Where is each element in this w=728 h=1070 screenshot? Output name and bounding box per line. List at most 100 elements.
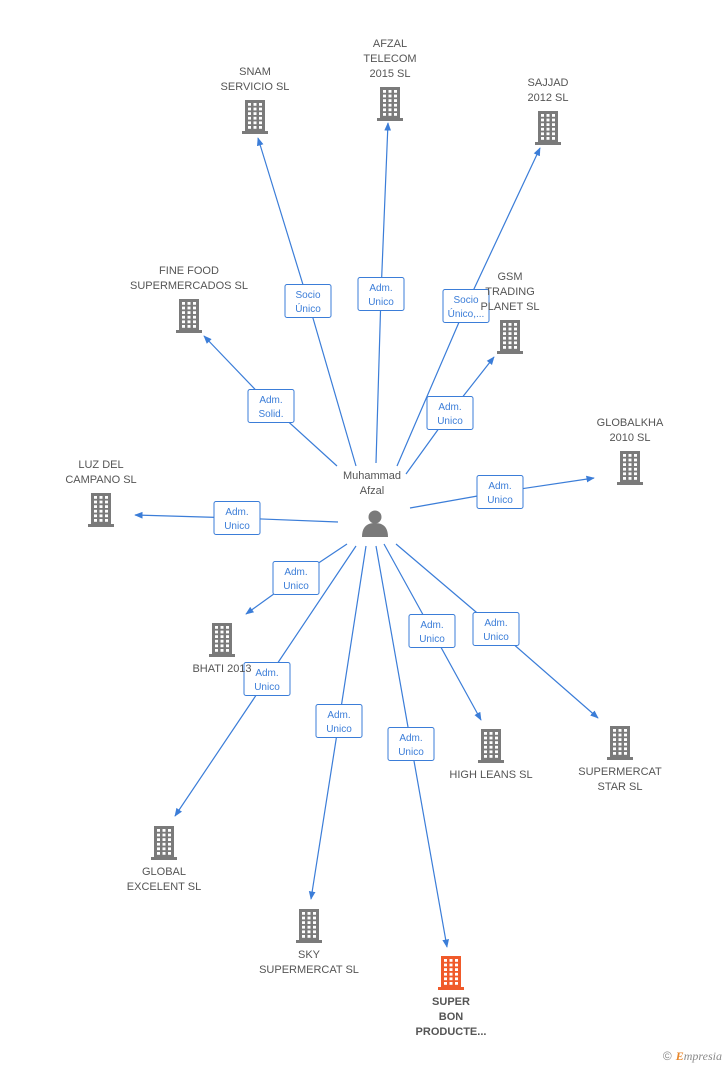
relation-text: Adm. (225, 507, 248, 518)
relation-text: Unico (326, 724, 352, 735)
relation-label-globalkha[interactable]: Adm. Unico (476, 475, 524, 509)
nodes-layer: SNAM SERVICIO SL AFZAL TELECOM 2015 SL SAJJAD… (65, 38, 664, 1038)
building-icon (242, 100, 268, 134)
company-name-line: TELECOM (363, 53, 416, 65)
company-name-line: TRADING (485, 286, 535, 298)
company-name-line: 2010 SL (610, 432, 651, 444)
company-node-sky[interactable]: SKY SUPERMERCAT SL (259, 909, 359, 976)
brand-logo: ©Empresia (663, 1049, 722, 1064)
relation-label-highleans[interactable]: Adm.Unico (408, 614, 456, 648)
relation-label-finefood[interactable]: Adm. Solid. (247, 389, 295, 423)
company-node-finefood[interactable]: FINE FOOD SUPERMERCADOS SL (130, 265, 248, 333)
relation-text: Unico (437, 416, 463, 427)
company-name-line: SAJJAD (528, 77, 569, 89)
relation-text: Adm. (488, 481, 511, 492)
company-node-gsm[interactable]: GSM TRADING PLANET SL (480, 271, 540, 354)
building-icon (377, 87, 403, 121)
building-icon (151, 826, 177, 860)
building-icon (209, 623, 235, 657)
person-name-line-2: Afzal (360, 485, 384, 497)
company-name-line: PRODUCTE... (416, 1026, 487, 1038)
person-name-line-1: Muhammad (343, 470, 401, 482)
company-name-line: SUPERMERCADOS SL (130, 280, 248, 292)
company-node-globalkha[interactable]: GLOBALKHA 2010 SL (597, 417, 664, 485)
relation-text: Adm. (259, 395, 282, 406)
company-node-snam[interactable]: SNAM SERVICIO SL (221, 66, 290, 134)
relation-text: Unico (283, 581, 309, 592)
company-name-line: SNAM (239, 66, 271, 78)
relation-text: Solid. (258, 409, 283, 420)
relation-label-sajjad[interactable]: SocioÚnico,... (442, 289, 490, 323)
company-node-sajjad[interactable]: SAJJAD 2012 SL (528, 77, 569, 145)
company-name-line: AFZAL (373, 38, 407, 50)
relation-text: Unico (224, 521, 250, 532)
relation-label-superbon[interactable]: Adm. Unico (387, 727, 435, 761)
company-name-line: EXCELENT SL (127, 881, 201, 893)
company-name-line: GLOBALKHA (597, 417, 664, 429)
relation-text: Socio (453, 295, 478, 306)
brand-initial: E (675, 1049, 684, 1063)
relation-text: Adm. (369, 283, 392, 294)
company-name-line: 2012 SL (528, 92, 569, 104)
company-name-line: STAR SL (597, 781, 642, 793)
relation-label-globalexcelent[interactable]: Adm. Unico (243, 662, 291, 696)
company-name-line: SUPERMERCAT SL (259, 964, 359, 976)
center-person[interactable]: Muhammad Afzal (343, 470, 401, 537)
relation-label-supermercatstar[interactable]: Adm. Unico (472, 612, 520, 646)
company-name-line: FINE FOOD (159, 265, 219, 277)
relation-label-afzal[interactable]: Adm. Unico (357, 277, 405, 311)
company-name-line: SUPERMERCAT (578, 766, 662, 778)
relation-text: Unico (254, 682, 280, 693)
building-icon (438, 956, 464, 990)
company-name-line: PLANET SL (480, 301, 539, 313)
building-icon (535, 111, 561, 145)
relation-text: Adm. (438, 402, 461, 413)
company-name-line: GLOBAL (142, 866, 186, 878)
company-name-line: SKY (298, 949, 321, 961)
company-name-line: 2015 SL (370, 68, 411, 80)
building-icon (88, 493, 114, 527)
relation-text: Adm. (255, 668, 278, 679)
relation-label-luz[interactable]: Adm. Unico (213, 501, 261, 535)
building-icon (617, 451, 643, 485)
relation-text: Adm. (484, 618, 507, 629)
company-node-luz[interactable]: LUZ DEL CAMPANO SL (65, 459, 137, 527)
relation-label-gsm[interactable]: Adm. Unico (426, 396, 474, 430)
relation-text: Adm. (420, 620, 443, 631)
company-name-line: GSM (497, 271, 522, 283)
person-icon (362, 510, 388, 537)
building-icon (607, 726, 633, 760)
relation-label-bhati[interactable]: Adm.Unico (272, 561, 320, 595)
relation-text: Unico (398, 747, 424, 758)
company-node-supermercatstar[interactable]: SUPERMERCAT STAR SL (578, 726, 662, 793)
company-node-afzal[interactable]: AFZAL TELECOM 2015 SL (363, 38, 417, 121)
company-node-bhati[interactable]: BHATI 2013 (192, 623, 252, 675)
relation-text: Unico (483, 632, 509, 643)
company-node-highleans[interactable]: HIGH LEANS SL (449, 729, 533, 781)
company-name-line: BHATI 2013 (192, 663, 251, 675)
company-name-line: CAMPANO SL (65, 474, 136, 486)
building-icon (478, 729, 504, 763)
relation-text: Socio (295, 290, 320, 301)
relation-text: Adm. (399, 733, 422, 744)
relation-text: Único,... (448, 307, 485, 320)
brand-name: mpresia (683, 1049, 722, 1063)
building-icon (296, 909, 322, 943)
company-name-line: SUPER (432, 996, 470, 1008)
company-name-line: HIGH LEANS SL (449, 769, 532, 781)
relation-text: Unico (368, 297, 394, 308)
relation-text: Unico (487, 495, 513, 506)
building-icon (497, 320, 523, 354)
relation-text: Único (295, 302, 321, 315)
company-name-line: LUZ DEL (78, 459, 123, 471)
relation-label-sky[interactable]: Adm. Unico (315, 704, 363, 738)
company-name-line: SERVICIO SL (221, 81, 290, 93)
company-node-superbon[interactable]: SUPER BON PRODUCTE... (416, 956, 487, 1038)
company-name-line: BON (439, 1011, 464, 1023)
copyright-symbol: © (662, 1049, 672, 1063)
company-node-globalexcelent[interactable]: GLOBAL EXCELENT SL (127, 826, 201, 893)
building-icon (176, 299, 202, 333)
relation-text: Adm. (327, 710, 350, 721)
